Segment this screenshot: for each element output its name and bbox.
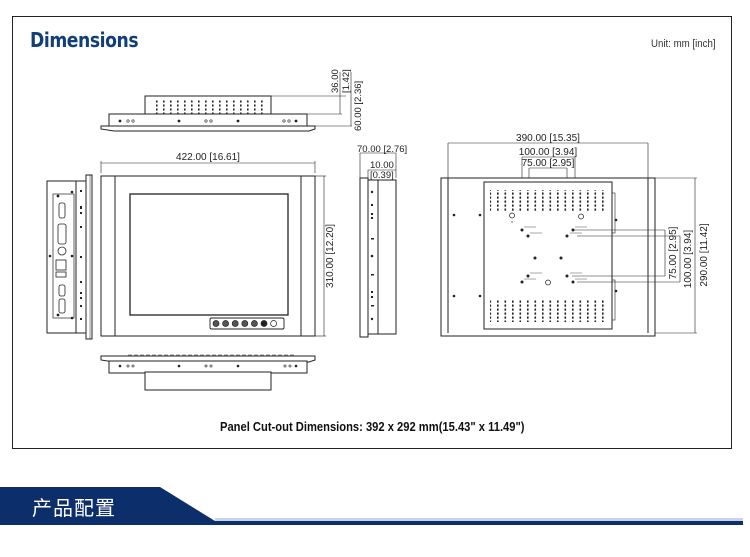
rear-cover bbox=[483, 181, 613, 330]
brightness-button-icon bbox=[260, 320, 268, 327]
dim-bezel-inch: [0.39] bbox=[370, 170, 394, 181]
vga-port bbox=[57, 223, 67, 245]
dim-rear-width: 390.00 [15.35] bbox=[516, 133, 580, 144]
unit-label: Unit: mm [inch] bbox=[651, 38, 716, 50]
dim-vesa-75-h: 75.00 [2.95] bbox=[522, 158, 575, 169]
screw-holes bbox=[118, 119, 298, 123]
dim-top-36-inch: [1.42] bbox=[341, 69, 352, 93]
rear-vents-top bbox=[490, 190, 605, 212]
serial-port-2 bbox=[58, 284, 66, 297]
serial-port-3 bbox=[58, 298, 66, 314]
select-button-icon bbox=[251, 320, 258, 327]
rear-view bbox=[440, 142, 697, 337]
dim-depth: 70.00 [2.76] bbox=[357, 144, 407, 155]
status-led-button-icon bbox=[270, 320, 277, 327]
dim-front-width: 422.00 [16.61] bbox=[176, 152, 240, 163]
dim-rear-height: 290.00 [11.42] bbox=[699, 223, 710, 286]
power-button-icon bbox=[212, 320, 220, 327]
control-panel bbox=[209, 317, 285, 330]
dim-front-height: 310.00 [12.20] bbox=[325, 224, 336, 288]
io-side-view bbox=[46, 174, 93, 340]
front-bezel bbox=[100, 175, 316, 337]
section-banner bbox=[0, 487, 743, 525]
depth-side-view bbox=[359, 152, 397, 338]
rear-vents-bottom bbox=[490, 300, 605, 322]
banner-tab bbox=[0, 487, 215, 521]
top-view-bezel bbox=[100, 125, 316, 132]
bottom-view bbox=[100, 354, 316, 391]
banner-underline bbox=[215, 521, 743, 525]
menu-button-icon bbox=[222, 320, 229, 327]
right-button-icon bbox=[241, 320, 249, 327]
dim-vesa-100-v: 100.00 [3.94] bbox=[683, 230, 694, 289]
control-buttons bbox=[212, 320, 277, 327]
dim-vesa-75-v: 75.00 [2.95] bbox=[668, 226, 679, 279]
top-view bbox=[100, 72, 352, 132]
screw-holes-open bbox=[126, 119, 291, 123]
section-banner-label: 产品配置 bbox=[32, 496, 116, 520]
dim-bezel: 10.00 bbox=[370, 160, 394, 171]
left-button-icon bbox=[231, 320, 239, 327]
vent-grille bbox=[152, 99, 264, 114]
dim-vesa-100-h: 100.00 [3.94] bbox=[519, 147, 578, 158]
lcd-screen bbox=[129, 193, 289, 316]
section-title: Dimensions bbox=[30, 28, 139, 52]
serial-port-1 bbox=[58, 202, 66, 219]
dim-top-60: 60.00 [2.36] bbox=[353, 81, 364, 131]
top-view-chassis bbox=[108, 113, 308, 127]
dim-top-36: 36.00 bbox=[330, 69, 341, 93]
panel-cutout-dimensions: Panel Cut-out Dimensions: 392 x 292 mm(1… bbox=[220, 419, 525, 434]
usb-ports bbox=[55, 259, 67, 278]
front-view bbox=[100, 161, 326, 337]
ps2-port bbox=[57, 246, 67, 256]
